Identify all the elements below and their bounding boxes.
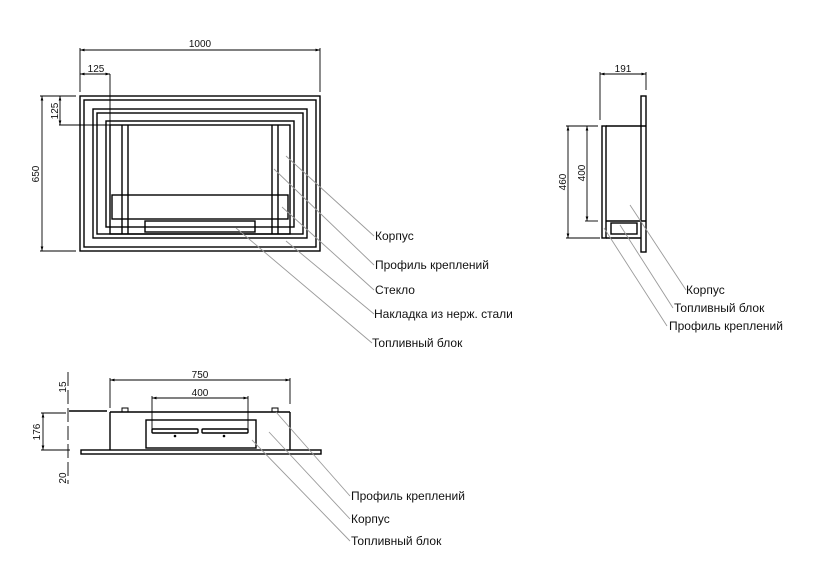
dim-depth: 191 (615, 64, 632, 75)
burner-left (151, 428, 199, 434)
top-front-plate (80, 449, 322, 455)
leader-line (619, 224, 674, 309)
leader-line (285, 155, 375, 237)
leader-line (603, 227, 668, 327)
leader-line (629, 204, 687, 291)
side-fuel-block (610, 222, 638, 235)
outer-frame (79, 95, 321, 252)
top-fuel-block (145, 419, 257, 449)
label-profile: Профиль креплений (351, 489, 465, 503)
burner-knob (173, 434, 177, 438)
front-view: 1000 125 650 125 Корпус Профиль креплени… (31, 39, 513, 350)
dim-burner: 400 (192, 388, 209, 399)
dim-offset-x: 125 (88, 64, 105, 75)
side-view: 191 460 400 Корпус Топливный блок Профил… (558, 64, 783, 333)
dim-top: 15 (58, 381, 69, 393)
leader-line (251, 439, 351, 542)
burner-right (201, 428, 249, 434)
label-profile: Профиль креплений (375, 258, 489, 272)
leader-line (275, 411, 351, 497)
dim-height-outer: 460 (558, 173, 569, 190)
fuel-block (111, 194, 289, 220)
leader-line (281, 206, 375, 291)
label-glass: Стекло (375, 283, 415, 297)
label-korpus: Корпус (686, 283, 725, 297)
mount-tab (271, 407, 279, 413)
dim-width: 750 (192, 370, 209, 381)
frame-5 (105, 120, 295, 228)
mount-profile (601, 125, 607, 239)
body-front-panel (640, 95, 647, 253)
top-view: 750 400 176 15 20 Профиль креплений Корп… (32, 370, 465, 548)
steel-plate (144, 220, 256, 233)
dim-bottom: 20 (58, 472, 69, 484)
dim-width: 1000 (189, 39, 212, 50)
leader-line (235, 227, 373, 344)
dim-height-inner: 400 (577, 164, 588, 181)
dim-height: 650 (31, 165, 42, 182)
leader-line (285, 240, 375, 315)
label-fuel-block: Топливный блок (351, 534, 442, 548)
label-korpus: Корпус (375, 229, 414, 243)
leader-line (273, 168, 375, 266)
mount-tab (121, 407, 129, 413)
label-korpus: Корпус (351, 512, 390, 526)
leader-line (268, 431, 351, 520)
dim-offset-y: 125 (50, 102, 61, 119)
label-profile: Профиль креплений (669, 319, 783, 333)
frame-2 (83, 99, 317, 248)
dim-depth: 176 (32, 423, 43, 440)
frame-3 (92, 108, 308, 239)
burner-knob (222, 434, 226, 438)
label-steel-plate: Накладка из нерж. стали (374, 307, 513, 321)
frame-6 (109, 124, 291, 235)
label-fuel-block: Топливный блок (674, 301, 765, 315)
label-fuel-block: Топливный блок (372, 336, 463, 350)
